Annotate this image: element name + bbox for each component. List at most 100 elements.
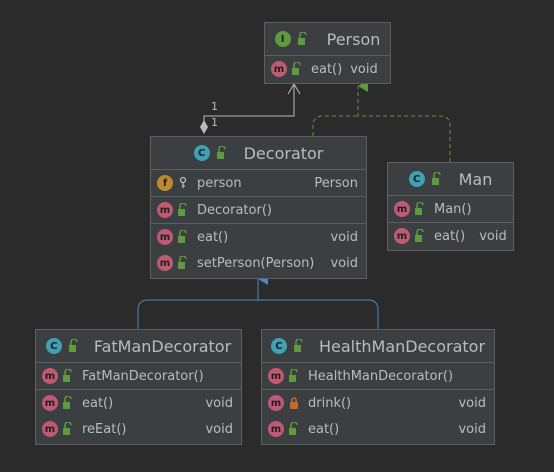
class-healthmandecorator-name: HealthManDecorator: [318, 336, 486, 356]
decorator-constructors: m Decorator(): [151, 197, 366, 224]
method-name: eat(): [197, 229, 229, 245]
method-name: eat(): [434, 228, 466, 244]
aggregation-diamond: [200, 120, 208, 134]
class-person[interactable]: I Person m eat() void: [264, 22, 391, 84]
public-visibility-icon: [297, 32, 307, 45]
aggregation-source-multiplicity: 1: [211, 116, 218, 129]
method-return-type: void: [458, 395, 486, 411]
man-methods: m eat() void: [388, 223, 513, 249]
public-visibility-icon: [431, 172, 441, 185]
method-row[interactable]: m drink() void: [262, 390, 494, 416]
method-row[interactable]: m setPerson(Person) void: [151, 250, 366, 276]
constructor-name: Man(): [434, 201, 472, 217]
method-return-type: void: [330, 229, 358, 245]
class-person-name: Person: [326, 29, 381, 49]
public-visibility-icon: [216, 146, 226, 159]
public-visibility-icon: [178, 256, 187, 269]
class-icon: C: [408, 171, 425, 187]
method-icon: m: [42, 395, 58, 411]
field-icon: f: [157, 175, 173, 191]
class-fatmandecorator[interactable]: C FatManDecorator m FatManDecorator() m …: [35, 329, 242, 445]
class-icon: C: [45, 338, 62, 354]
method-name: eat(): [308, 421, 340, 437]
method-icon: m: [157, 255, 173, 271]
field-row[interactable]: f person Person: [151, 170, 366, 196]
public-visibility-icon: [63, 396, 72, 409]
method-icon: m: [394, 228, 410, 244]
person-methods: m eat() void: [265, 56, 390, 82]
method-row[interactable]: m reEat() void: [36, 416, 241, 442]
class-decorator-name: Decorator: [243, 143, 324, 163]
public-visibility-icon: [178, 230, 187, 243]
class-man[interactable]: C Man m Man() m eat() void: [387, 162, 514, 251]
constructor-row[interactable]: m FatManDecorator(): [36, 363, 241, 389]
method-icon: m: [271, 61, 287, 77]
fat-methods: m eat() void m reEat() void: [36, 390, 241, 442]
class-decorator[interactable]: C Decorator f person Person m Decorator(…: [150, 136, 367, 279]
constructor-name: FatManDecorator(): [82, 368, 204, 384]
constructor-row[interactable]: m HealthManDecorator(): [262, 363, 494, 389]
public-visibility-icon: [415, 202, 424, 215]
class-decorator-header[interactable]: C Decorator: [151, 137, 366, 170]
interface-icon: I: [274, 31, 291, 47]
method-name: eat(): [82, 395, 114, 411]
class-healthmandecorator[interactable]: C HealthManDecorator m HealthManDecorato…: [261, 329, 495, 445]
method-icon: m: [268, 395, 284, 411]
method-row[interactable]: m eat() void: [151, 224, 366, 250]
generalization-edge-fat: [137, 299, 258, 329]
method-icon: m: [268, 368, 284, 384]
class-icon: C: [270, 338, 287, 354]
method-row[interactable]: m eat() void: [265, 56, 390, 82]
method-return-type: void: [205, 421, 233, 437]
method-return-type: void: [330, 255, 358, 271]
method-row[interactable]: m eat() void: [388, 223, 513, 249]
aggregation-target-multiplicity: 1: [211, 100, 218, 113]
man-constructors: m Man(): [388, 196, 513, 223]
method-icon: m: [394, 201, 410, 217]
public-visibility-icon: [63, 369, 72, 382]
method-name: eat(): [311, 61, 343, 77]
fat-constructors: m FatManDecorator(): [36, 363, 241, 390]
method-return-type: void: [350, 61, 378, 77]
realization-edge-decorator: [312, 115, 358, 136]
realization-edge-man: [357, 80, 451, 162]
method-row[interactable]: m eat() void: [262, 416, 494, 442]
class-icon: C: [193, 145, 210, 161]
class-fatmandecorator-header[interactable]: C FatManDecorator: [36, 330, 241, 363]
public-visibility-icon: [415, 229, 424, 242]
method-row[interactable]: m eat() void: [36, 390, 241, 416]
method-return-type: void: [479, 228, 507, 244]
constructor-name: HealthManDecorator(): [308, 368, 454, 384]
method-name: setPerson(Person): [197, 255, 315, 271]
health-constructors: m HealthManDecorator(): [262, 363, 494, 390]
key-icon: [179, 176, 187, 188]
method-icon: m: [157, 202, 173, 218]
method-return-type: void: [205, 395, 233, 411]
class-fatmandecorator-name: FatManDecorator: [93, 336, 232, 356]
class-healthmandecorator-header[interactable]: C HealthManDecorator: [262, 330, 494, 363]
class-man-header[interactable]: C Man: [388, 163, 513, 196]
method-return-type: void: [458, 421, 486, 437]
field-name: person: [197, 175, 242, 191]
method-icon: m: [157, 229, 173, 245]
public-visibility-icon: [63, 422, 72, 435]
method-icon: m: [42, 421, 58, 437]
method-icon: m: [268, 421, 284, 437]
decorator-fields: f person Person: [151, 170, 366, 197]
class-man-name: Man: [458, 169, 493, 189]
field-type: Person: [314, 175, 358, 191]
constructor-row[interactable]: m Man(): [388, 196, 513, 222]
aggregation-open-arrow: [287, 83, 301, 95]
method-name: reEat(): [82, 421, 127, 437]
public-visibility-icon: [293, 339, 303, 352]
method-icon: m: [42, 368, 58, 384]
class-person-header[interactable]: I Person: [265, 23, 390, 56]
constructor-name: Decorator(): [197, 202, 272, 218]
public-visibility-icon: [68, 339, 78, 352]
method-name: drink(): [308, 395, 352, 411]
generalization-edge-health: [257, 273, 379, 329]
public-visibility-icon: [289, 369, 298, 382]
constructor-row[interactable]: m Decorator(): [151, 197, 366, 223]
public-visibility-icon: [292, 62, 301, 75]
